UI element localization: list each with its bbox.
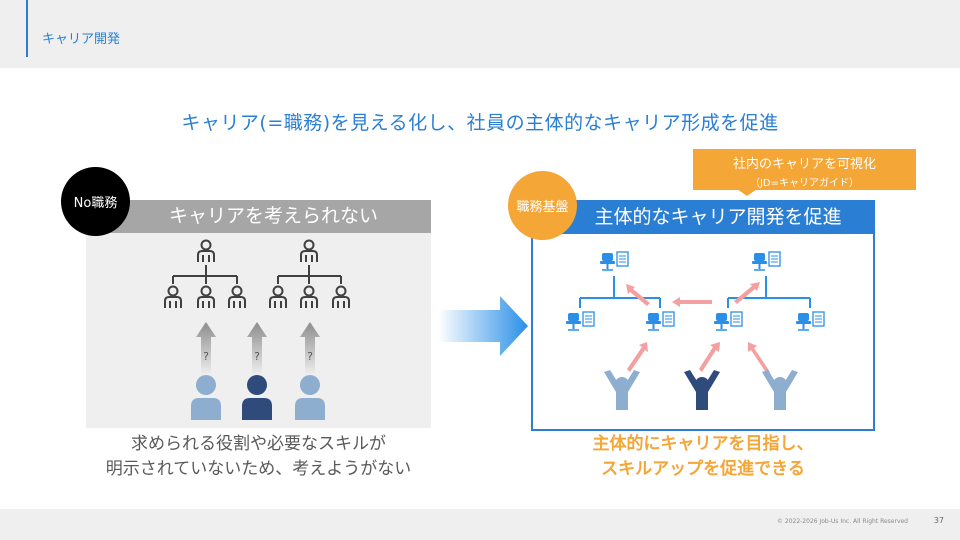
slide-header: キャリア開発 [0, 0, 960, 68]
callout-line1: 社内のキャリアを可視化 [732, 157, 876, 172]
cheering-person-icon [762, 370, 798, 410]
question-arrow-1 [196, 322, 216, 375]
left-org-diagram: ? ? ? [164, 239, 350, 420]
person-icon [269, 285, 287, 309]
cheering-person-icon [604, 370, 640, 410]
job-based-badge: 職務基盤 [508, 171, 577, 240]
page-number: 37 [933, 516, 944, 525]
right-career-diagram [565, 251, 825, 410]
left-caption-line1: 求められる役割や必要なスキルが [131, 434, 386, 454]
position-icon [795, 311, 825, 331]
question-mark-3: ? [307, 350, 313, 363]
right-caption-line2: スキルアップを促進できる [601, 459, 805, 479]
slide-headline: キャリア(=職務)を見える化し、社員の主体的なキャリア形成を促進 [181, 112, 779, 134]
person-icon [164, 285, 182, 309]
position-icon [751, 251, 781, 271]
career-tree-lines [579, 276, 811, 308]
right-caption: 主体的にキャリアを目指し、 スキルアップを促進できる [531, 432, 875, 482]
header-title: キャリア開発 [42, 32, 121, 47]
position-icon [713, 311, 743, 331]
right-banner: 主体的なキャリア開発を促進 [531, 200, 875, 234]
right-caption-line1: 主体的にキャリアを目指し、 [592, 434, 814, 454]
cheering-person-icon [684, 370, 720, 410]
org-tree-right [269, 239, 350, 309]
transition-arrow-icon [438, 296, 528, 356]
no-job-badge: No職務 [61, 167, 130, 236]
employee-icon-1 [191, 375, 221, 420]
left-caption-line2: 明示されていないため、考えようがない [105, 459, 412, 479]
org-tree-left [164, 239, 246, 309]
question-arrow-3 [300, 322, 320, 375]
position-icon [645, 311, 675, 331]
copyright-text: © 2022-2026 Job-Us Inc. All Right Reserv… [776, 518, 908, 525]
slide-footer: © 2022-2026 Job-Us Inc. All Right Reserv… [0, 509, 960, 540]
left-banner: キャリアを考えられない [86, 200, 431, 233]
person-icon [300, 239, 318, 263]
position-icon [565, 311, 595, 331]
visualization-callout: 社内のキャリアを可視化 （JD=キャリアガイド） [693, 149, 916, 190]
career-path-arrows [626, 282, 770, 374]
person-icon [197, 239, 215, 263]
question-mark-2: ? [254, 350, 260, 363]
left-caption: 求められる役割や必要なスキルが 明示されていないため、考えようがない [86, 432, 431, 482]
employee-icon-3 [295, 375, 325, 420]
callout-pointer [737, 189, 757, 196]
person-icon [300, 285, 318, 309]
question-mark-1: ? [203, 350, 209, 363]
employee-icon-2 [242, 375, 272, 420]
callout-line2: （JD=キャリアガイド） [749, 178, 860, 189]
position-icon [599, 251, 629, 271]
person-icon [332, 285, 350, 309]
header-accent-bar [26, 0, 28, 57]
question-arrow-2 [247, 322, 267, 375]
person-icon [228, 285, 246, 309]
person-icon [197, 285, 215, 309]
